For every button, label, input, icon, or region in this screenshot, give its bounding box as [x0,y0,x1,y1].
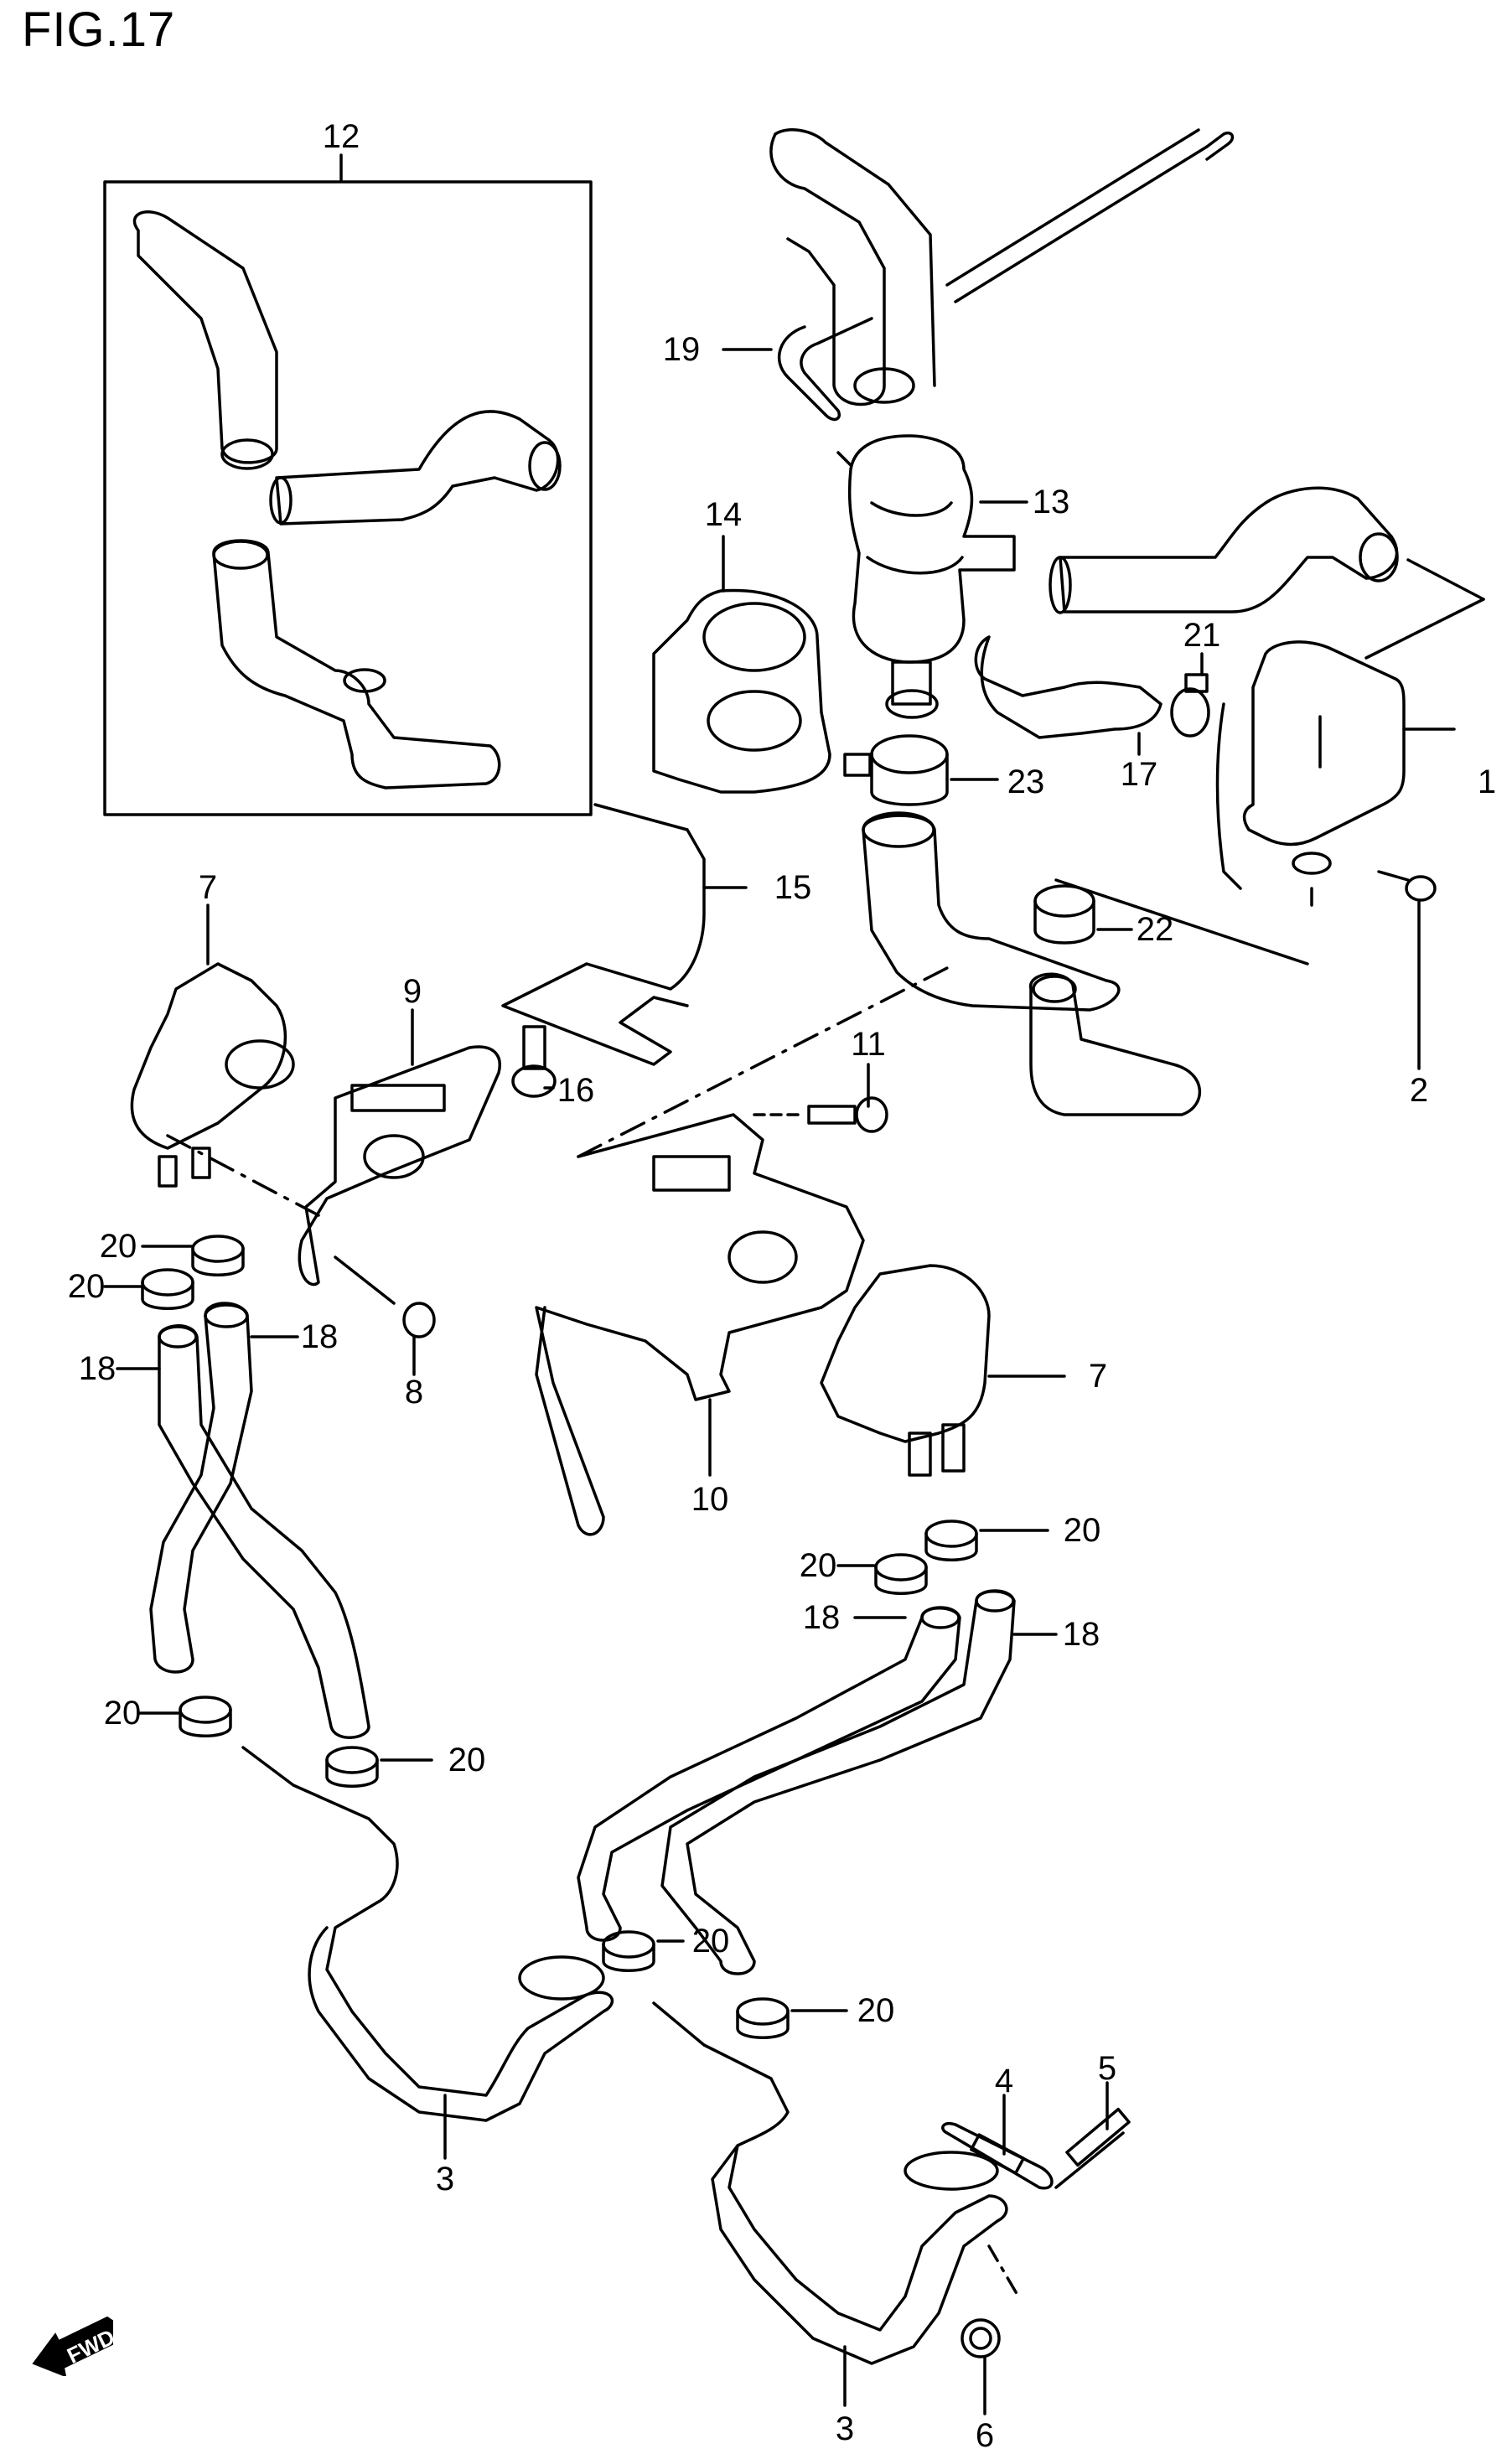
valve-holder-14 [652,535,831,794]
callout-3-right[interactable]: 3 [835,2410,855,2447]
holder-bracket-15 [501,803,748,1066]
right-hoses-18 [577,1520,1058,1975]
callout-23[interactable]: 23 [1007,764,1045,800]
callout-6[interactable]: 6 [975,2417,995,2454]
callout-20[interactable]: 20 [67,1268,106,1305]
pipe-right-3 [602,1930,1008,2407]
callout-12[interactable]: 12 [322,118,360,155]
air-control-valve-13 [836,434,1028,719]
callout-22[interactable]: 22 [1136,911,1174,948]
screw-2 [1377,870,1437,1070]
callout-18[interactable]: 18 [1062,1616,1100,1653]
clamp-22 [1033,878,1309,966]
hose-set-box [103,153,593,816]
callout-20[interactable]: 20 [448,1742,486,1778]
bracket-10 [535,966,949,1536]
callout-4[interactable]: 4 [994,2063,1014,2099]
callout-20[interactable]: 20 [691,1923,730,1960]
callout-16[interactable]: 16 [557,1072,595,1109]
hose-17 [974,635,1210,756]
top-hoses [722,128,1235,422]
bolt-11 [753,1063,888,1133]
callout-20[interactable]: 20 [799,1547,837,1584]
callout-14[interactable]: 14 [704,496,743,533]
bolt-8 [334,1255,436,1376]
callout-20[interactable]: 20 [1063,1512,1101,1549]
callout-3-left[interactable]: 3 [435,2161,455,2198]
bolt-16 [511,1025,557,1098]
gasket-4 [941,2094,1054,2190]
callout-7-left[interactable]: 7 [198,869,218,906]
callout-20[interactable]: 20 [99,1228,137,1265]
callout-5[interactable]: 5 [1097,2050,1117,2087]
callout-10[interactable]: 10 [691,1481,729,1518]
callout-9[interactable]: 9 [402,973,422,1010]
callout-18[interactable]: 18 [802,1599,841,1636]
callout-2[interactable]: 2 [1409,1072,1429,1109]
figure-title: FIG.17 [22,3,176,57]
callout-1[interactable]: 1 [1477,764,1497,800]
reed-valve-left-7 [130,903,320,1217]
hose-clamp-23 [843,734,999,806]
gasket-bracket-9 [298,1008,501,1287]
callout-17[interactable]: 17 [1120,756,1158,793]
callout-13[interactable]: 13 [1032,484,1070,520]
reed-valve-right-7 [820,1264,1066,1477]
elbow-hose [862,811,1202,1116]
callout-7-right[interactable]: 7 [1088,1358,1108,1395]
callout-8[interactable]: 8 [404,1374,424,1411]
pipe-left-3 [137,1696,614,2160]
nut-6 [961,2244,1020,2415]
fwd-direction-arrow-icon: FWD [32,2301,119,2378]
callout-18[interactable]: 18 [300,1318,339,1355]
callout-19[interactable]: 19 [662,331,701,368]
callout-21[interactable]: 21 [1183,617,1221,654]
callout-15[interactable]: 15 [774,869,812,906]
callout-11[interactable]: 11 [851,1026,886,1063]
air-filter-box-1 [1215,640,1456,907]
callout-20[interactable]: 20 [857,1992,895,2029]
stud-5 [1054,2081,1131,2189]
left-hoses-18 [103,1235,370,1739]
callout-20[interactable]: 20 [103,1695,142,1732]
callout-18[interactable]: 18 [78,1350,117,1387]
upper-right-hose [1049,486,1485,660]
